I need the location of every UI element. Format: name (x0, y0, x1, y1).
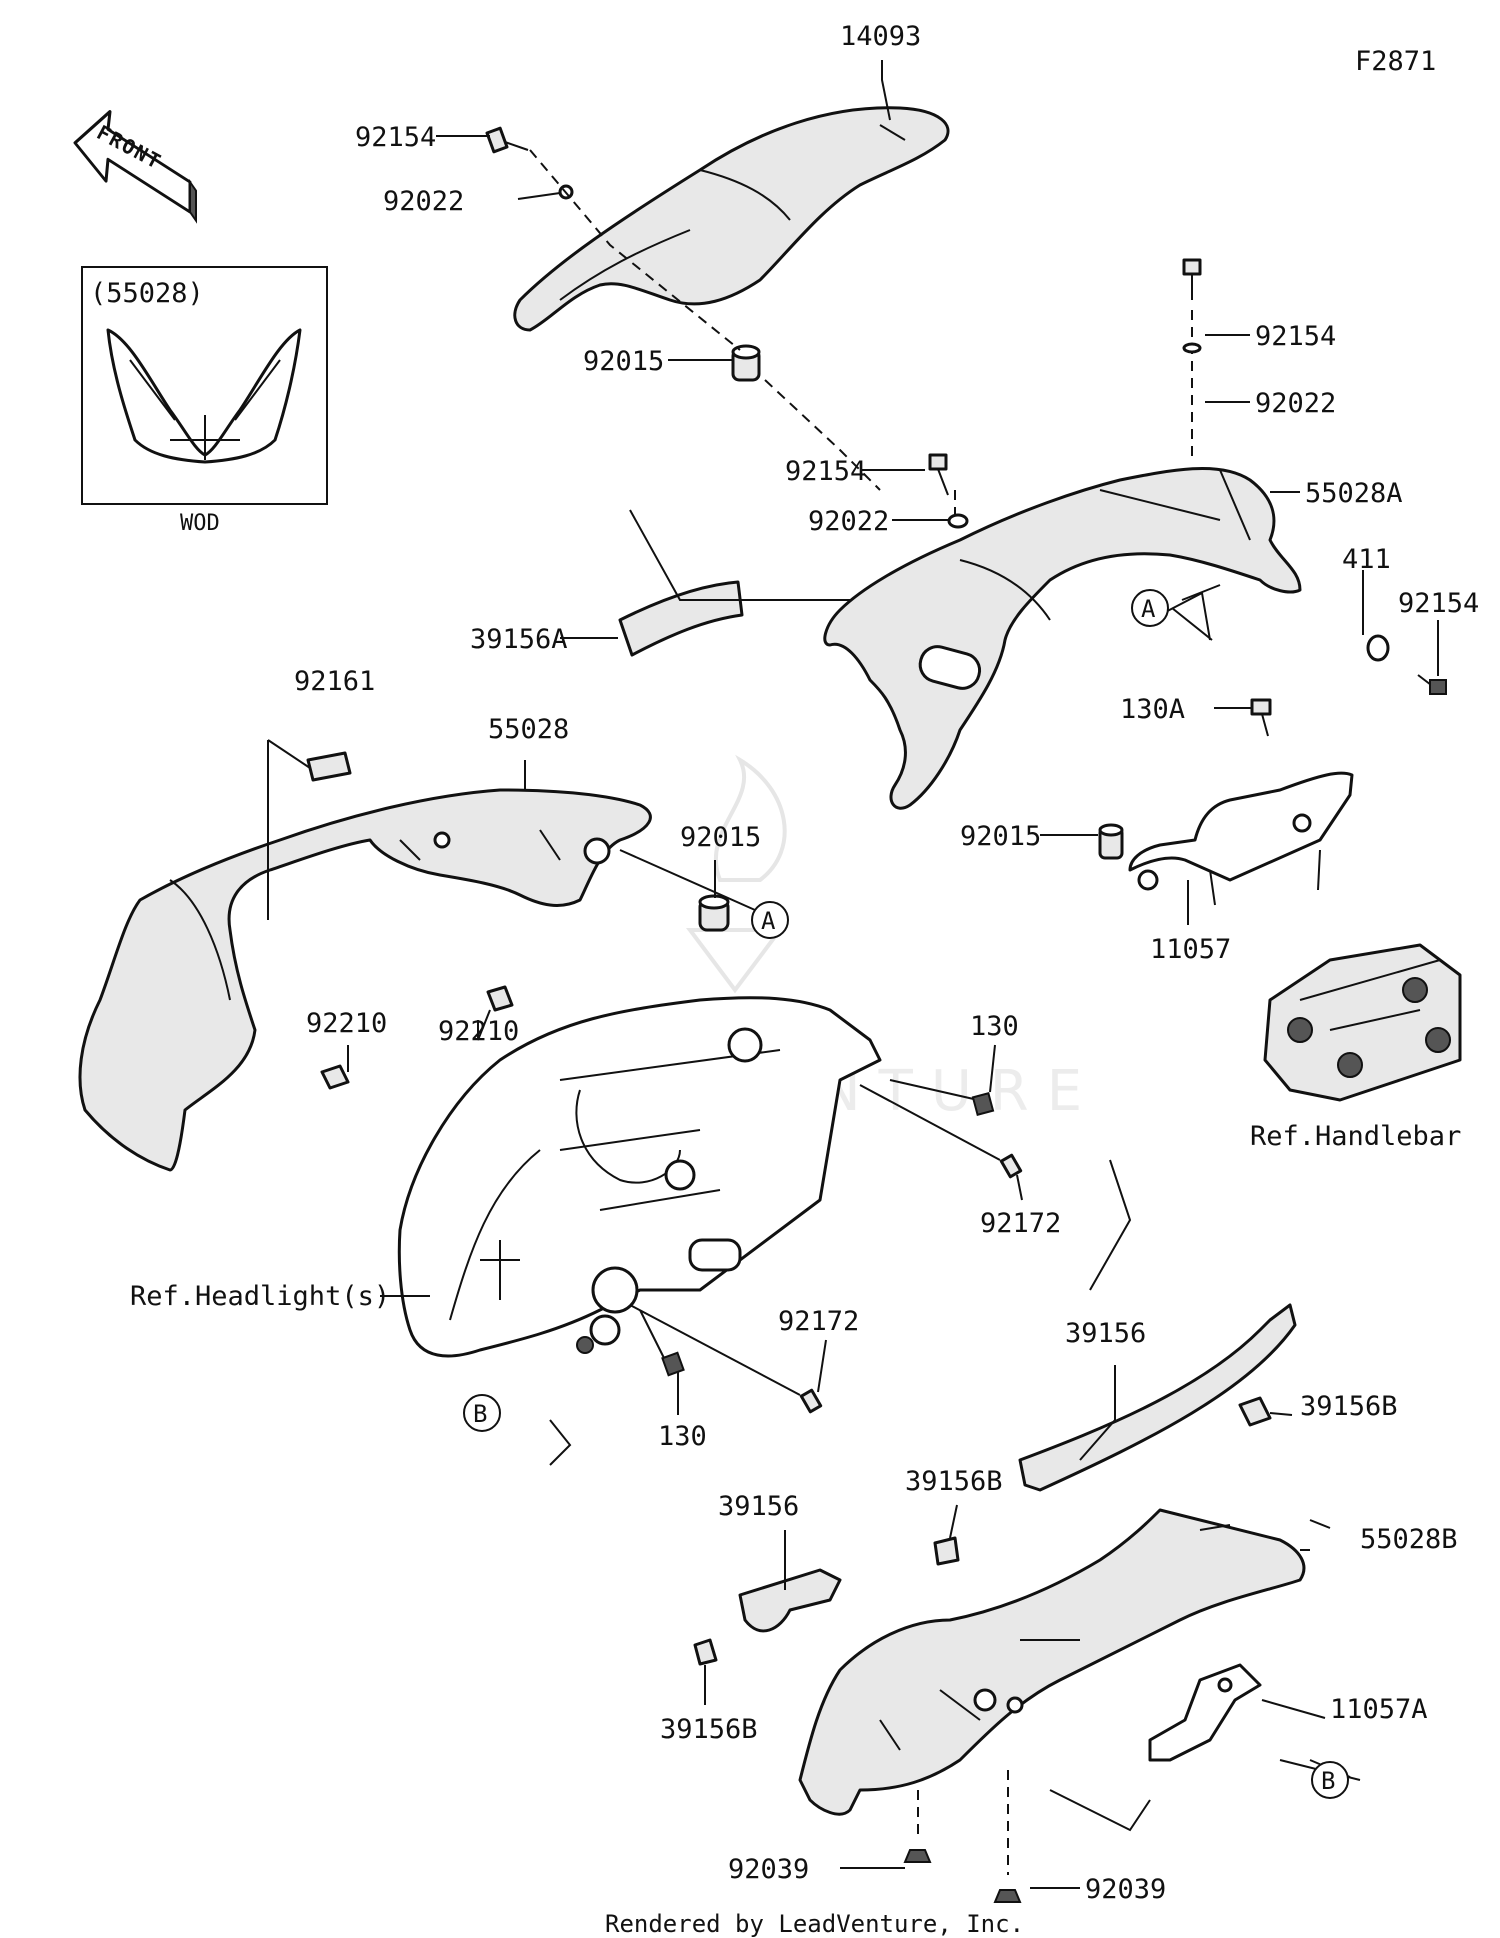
assembly-line-1 (529, 149, 741, 351)
label-92154-right: 92154 (1398, 588, 1479, 619)
marker-a-mid: A (751, 901, 789, 939)
label-92015-left: 92015 (680, 822, 761, 853)
collar-92015-right (1098, 823, 1124, 860)
assembly-line-2 (764, 379, 881, 491)
leader-92161 (267, 739, 311, 920)
screw-92154-mid (928, 453, 949, 496)
screw-92154-top-left (485, 126, 529, 154)
pad-39156A (618, 580, 744, 657)
label-39156B-left: 39156B (660, 1714, 758, 1745)
label-92210-left: 92210 (306, 1008, 387, 1039)
pad-92161 (306, 751, 352, 782)
leader-lines (347, 60, 1439, 1889)
label-11057A: 11057A (1330, 1694, 1428, 1725)
label-14093: 14093 (840, 21, 921, 52)
inset-panel: (55028) WOD (81, 266, 328, 536)
svg-text:B: B (473, 1400, 487, 1428)
label-39156-top: 39156 (1065, 1318, 1146, 1349)
bracket-11057A (1148, 1663, 1262, 1762)
screw-92172-bottom (629, 1304, 823, 1414)
figure-code: F2871 (1355, 46, 1436, 77)
label-39156A: 39156A (470, 624, 568, 655)
label-92039-right: 92039 (1085, 1874, 1166, 1905)
label-39156B-mid: 39156B (905, 1466, 1003, 1497)
label-92022-right-top: 92022 (1255, 388, 1336, 419)
collar-92015-left (698, 894, 730, 932)
collar-92015-top (731, 344, 761, 382)
footer-credit: Rendered by LeadVenture, Inc. (605, 1910, 1024, 1938)
label-ref-headlight: Ref.Headlight(s) (130, 1281, 390, 1312)
part-55028-cowl (78, 788, 652, 1172)
inset-cowl-shape (106, 328, 302, 464)
label-92161: 92161 (294, 666, 375, 697)
label-130-top: 130 (970, 1011, 1019, 1042)
label-ref-handlebar: Ref.Handlebar (1250, 1121, 1461, 1152)
label-92022-top-left: 92022 (383, 186, 464, 217)
inset-variant-label: WOD (180, 511, 220, 536)
label-55028: 55028 (488, 714, 569, 745)
label-55028B: 55028B (1360, 1524, 1458, 1555)
label-92154-top-left: 92154 (355, 122, 436, 153)
part-55028A-cowl (823, 466, 1302, 810)
bolt-130-top (889, 1079, 995, 1116)
label-92015-top: 92015 (583, 346, 664, 377)
inset-part-ref: (55028) (90, 278, 204, 309)
label-39156B-right: 39156B (1300, 1391, 1398, 1422)
handlebar-clamp (1263, 943, 1462, 1102)
marker-a-top: A (1131, 589, 1169, 627)
washer-92022-mid (947, 513, 969, 529)
label-92039-left: 92039 (728, 1854, 809, 1885)
marker-b-right: B (1311, 1761, 1349, 1799)
svg-text:B: B (1321, 1767, 1335, 1795)
fastener-92039-left (903, 1790, 932, 1863)
leader-39156A-to-cowl (629, 509, 850, 601)
label-11057: 11057 (1150, 934, 1231, 965)
washer-92022-right-top (1182, 342, 1202, 354)
part-14093-cover (513, 106, 950, 332)
pad-39156B-mid (933, 1536, 960, 1566)
bolt-130A (1250, 698, 1272, 737)
label-39156-left: 39156 (718, 1491, 799, 1522)
headlight-assembly (397, 996, 882, 1358)
clip-92210-left (320, 1064, 350, 1090)
label-92172-bottom: 92172 (778, 1306, 859, 1337)
fastener-92039-right (993, 1770, 1022, 1903)
label-55028A: 55028A (1305, 478, 1403, 509)
label-92015-right: 92015 (960, 821, 1041, 852)
part-55028B-cowl (798, 1508, 1306, 1816)
label-92154-right-top: 92154 (1255, 321, 1336, 352)
bracket-11057 (1128, 771, 1354, 906)
screw-92154-right-top (1182, 258, 1202, 300)
pad-39156-left (738, 1568, 842, 1633)
front-arrow: FRONT (73, 110, 197, 224)
label-92172-top: 92172 (980, 1208, 1061, 1239)
bolt-130-bottom (639, 1309, 685, 1377)
pad-39156B-right (1238, 1396, 1272, 1427)
label-130A: 130A (1120, 694, 1185, 725)
label-92210-mid: 92210 (438, 1016, 519, 1047)
screw-92172-top (859, 1084, 1023, 1179)
pad-39156B-left (693, 1638, 718, 1666)
label-130-bottom: 130 (658, 1421, 707, 1452)
svg-text:A: A (1141, 595, 1156, 623)
clip-92210-mid (486, 985, 514, 1012)
screw-92154-right (1417, 674, 1447, 695)
part-labels: 14093 92154 92022 92015 92154 92022 9215… (130, 21, 1479, 1905)
pad-39156-strip (1018, 1303, 1297, 1492)
label-92154-mid: 92154 (785, 456, 866, 487)
svg-text:A: A (761, 907, 776, 935)
marker-b-left: B (463, 1394, 501, 1432)
washer-411 (1366, 634, 1390, 662)
label-411: 411 (1342, 544, 1391, 575)
label-92022-mid: 92022 (808, 506, 889, 537)
